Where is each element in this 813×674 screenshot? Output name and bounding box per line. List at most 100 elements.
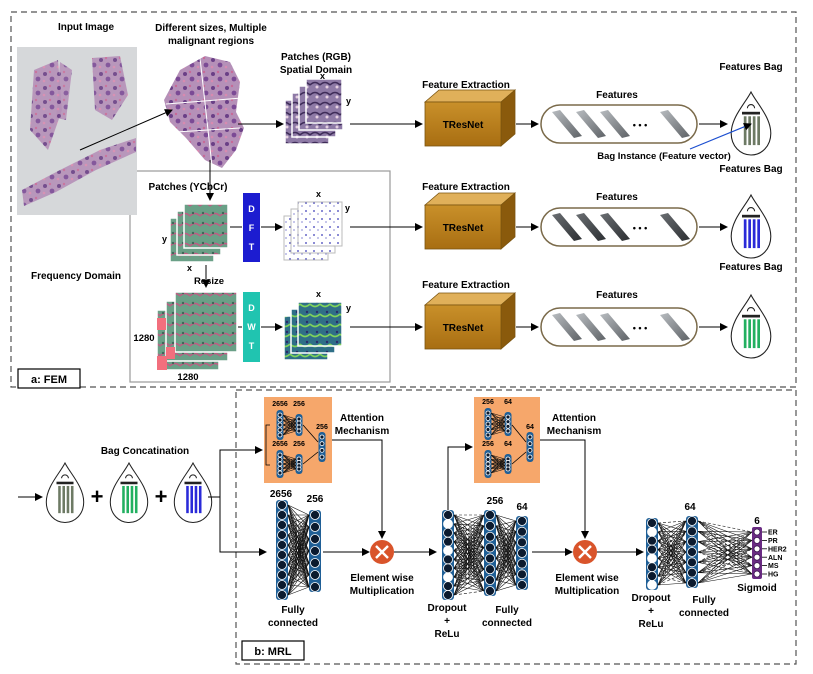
dropout2-edges-edge	[657, 549, 687, 563]
dropout2-edges-edge	[657, 531, 687, 559]
fc3-output-column-node-5	[687, 557, 697, 568]
att1-branch2-edges-edge	[282, 458, 297, 474]
output-edges-edge	[697, 540, 753, 553]
dropout2-column	[646, 518, 658, 590]
size-label-height: 1280	[133, 333, 154, 344]
output-edges-edge	[697, 531, 753, 542]
fc1-edges-edge	[287, 550, 310, 596]
concat-bag-2-vector-4	[134, 485, 138, 514]
dropout1-edges-edge	[453, 558, 485, 578]
fc1-edges-edge	[287, 514, 310, 546]
ycbcr-axis-y: y	[162, 234, 167, 244]
mult2-label-line2: Multiplication	[555, 586, 619, 597]
fc1-edges-edge	[287, 544, 310, 552]
output-label-pr: PR	[768, 538, 778, 545]
concat-bag-2-clasp	[125, 474, 133, 479]
concat-bag-2-bar	[120, 481, 138, 485]
fc2-output-column-node-6	[485, 564, 495, 575]
fc1-edges-edge	[287, 550, 310, 586]
att2-branch1-edges-edge	[490, 426, 506, 430]
dropout1-edges-edge	[453, 514, 485, 551]
attention-2-title-line2: Mechanism	[547, 426, 602, 437]
att2-branch2-edges-edge	[490, 462, 506, 469]
fc1-edges-edge	[287, 538, 310, 596]
fc1-input-column-node-3	[277, 520, 287, 530]
att1-branch2-in-node-4	[277, 466, 283, 471]
dropout2-edges-edge	[657, 541, 687, 550]
concat-bag-2-vector-3	[130, 485, 134, 514]
row2-extractor-top	[423, 192, 517, 206]
dwt-letter-3: T	[249, 341, 255, 351]
fc1-edges-edge	[287, 526, 310, 556]
dropout2-edges-edge	[657, 520, 687, 568]
dropout2-edges-edge	[657, 540, 687, 553]
att1-branch1-in-node-4	[277, 427, 283, 433]
output-edges-edge	[697, 531, 753, 553]
regions-caption-line2: malignant regions	[168, 36, 255, 47]
dwt-patch-stack	[283, 301, 343, 361]
frequency-domain-label: Frequency Domain	[31, 271, 121, 282]
fc2-output-column-bar	[484, 510, 496, 596]
dropout1-edges-edge	[453, 525, 485, 551]
fc1-edges-edge	[287, 538, 310, 546]
fc1-network	[276, 500, 321, 600]
fc2-network	[442, 510, 528, 600]
dropout2-column-node-4	[647, 544, 657, 555]
fem-panel-frame	[10, 11, 797, 388]
att1-branch2-in-node-1	[277, 452, 283, 458]
rgb-patches-label: Patches (RGB)	[281, 52, 351, 63]
fc3-output-column-node-2	[687, 526, 697, 537]
row2-feature-extraction-label: Feature Extraction	[422, 182, 510, 193]
fc1-input-column-node-9	[277, 580, 287, 590]
fc3-output-column-node-1	[687, 516, 697, 526]
fc1-input-column-node-2	[277, 510, 287, 520]
rgb-axis-x: x	[320, 71, 325, 81]
fc1-edges-edge	[287, 514, 310, 556]
dropout1-edges-edge	[453, 590, 485, 596]
dropout1-edges-edge	[453, 547, 485, 569]
att2-branch1-in-node-1	[485, 410, 491, 416]
fc1-edges-edge	[287, 526, 310, 546]
dropout2-column-node-6	[647, 562, 657, 573]
att2-merge-column-node-3	[527, 447, 533, 453]
dropout1-line1: Dropout	[428, 603, 468, 614]
fc1-edges-edge	[287, 574, 310, 596]
fc1-edges-edge	[287, 514, 310, 536]
row2-features-bag-vector-3	[752, 219, 756, 249]
fc1-edges-edge	[287, 514, 310, 526]
output-edges-edge	[697, 565, 753, 573]
fc2-edges-edge	[495, 520, 517, 581]
fc2-output-column-node-8	[485, 586, 495, 596]
dropout2-column-node-1	[647, 518, 657, 528]
row2-feature-vector-3	[600, 213, 630, 241]
att2-branch1-edges-edge	[490, 423, 506, 432]
dwt-axis-y: y	[346, 303, 351, 313]
fc1-output-column-node-3	[310, 534, 320, 544]
row3-features-bag-vector-3	[752, 319, 756, 349]
output-edges-edge	[697, 540, 753, 563]
output-edges-edge	[697, 548, 753, 584]
fc3-output-column-node-7	[687, 578, 697, 588]
att2-branch2-edges-edge	[490, 454, 506, 460]
regions-caption-line1: Different sizes, Multiple	[155, 23, 267, 34]
fc2-output-column-node-5	[485, 553, 495, 564]
fc1-output-column-node-5	[310, 558, 320, 568]
dropout2-edges-edge	[657, 520, 687, 559]
fem-panel-label: a: FEM	[31, 374, 67, 386]
fc1-label-line2: connected	[268, 618, 318, 629]
fc1-output-column-node-7	[310, 582, 320, 592]
output-edges-edge	[697, 573, 753, 584]
output-node-2	[753, 537, 761, 544]
att1-branch2-edges-edge	[282, 465, 297, 474]
att2-merge-line-top	[511, 424, 527, 443]
att2-branch1-in-node-3	[485, 421, 491, 427]
concat-bag-1-clasp	[61, 474, 69, 479]
dropout2-edges-edge	[657, 520, 687, 550]
dropout2-edges-edge	[657, 558, 687, 584]
dft-patch-stack	[283, 201, 343, 261]
dropout2-column-node-2	[647, 526, 657, 537]
fc2-output2-column-node-4	[517, 548, 527, 558]
row1-feature-vector-2	[576, 110, 606, 138]
concat-bag-1-vector-2	[62, 485, 65, 514]
